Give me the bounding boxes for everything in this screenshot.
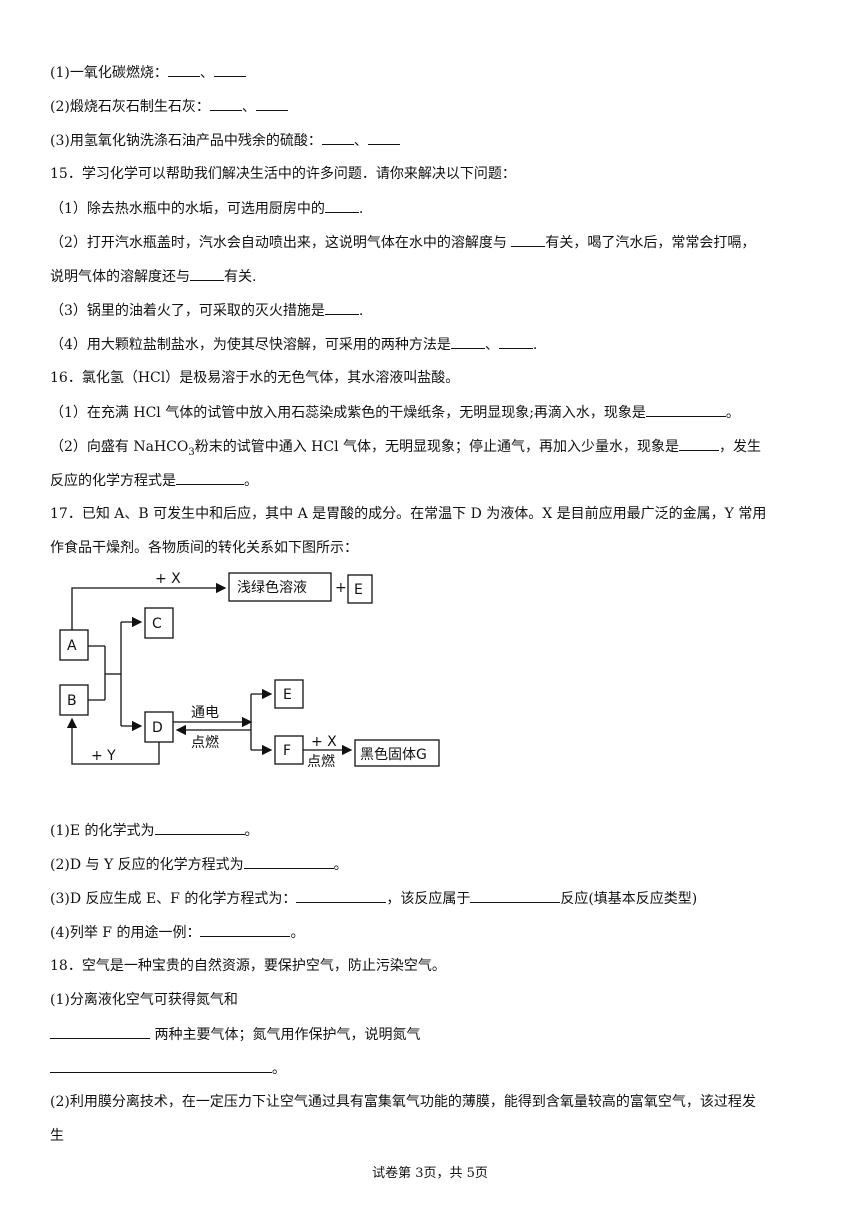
answer-blank[interactable] — [450, 334, 485, 349]
box-e-top — [347, 574, 373, 604]
label-solid-g: 黑色固体G — [360, 746, 427, 763]
q14-item-3: (3)用氢氧化钠洗涤石油产品中残余的硫酸：、 — [50, 130, 400, 151]
label-solution: 浅绿色溶液 — [237, 579, 307, 596]
arrow-d-to-b — [66, 717, 160, 765]
q17-part-2: (2)D 与 Y 反应的化学方程式为。 — [50, 854, 348, 875]
q15-part-1: （1）除去热水瓶中的水垢，可选用厨房中的. — [50, 198, 363, 219]
q18-part-1: (1)分离液化空气可获得氮气和 — [50, 992, 238, 1008]
answer-blank[interactable] — [679, 436, 720, 451]
answer-blank[interactable] — [209, 96, 242, 111]
box-a — [59, 629, 89, 661]
label-plus-x-top: + X — [155, 571, 181, 587]
arrow-a-to-solution — [71, 582, 227, 630]
q17-stem-1: 17．已知 A、B 可发生中和后应，其中 A 是胃酸的成分。在常温下 D 为液体… — [50, 506, 767, 522]
answer-blank[interactable] — [324, 198, 359, 213]
answer-blank[interactable] — [498, 334, 533, 349]
answer-blank[interactable] — [511, 232, 546, 247]
q16-stem: 16．氯化氢（HCl）是极易溶于水的无色气体，其水溶液叫盐酸。 — [50, 370, 460, 386]
label-plus-y: + Y — [91, 748, 116, 764]
label-ignite-f: 点燃 — [307, 753, 335, 770]
q16-part-2: （2）向盛有 NaHCO3粉末的试管中通入 HCl 气体，无明显现象；停止通气，… — [50, 436, 761, 463]
answer-blank[interactable] — [200, 922, 291, 937]
label-e-top: E — [354, 582, 363, 598]
q18-part-2-cont: 生 — [50, 1128, 64, 1144]
answer-blank[interactable] — [154, 820, 245, 835]
label-c: C — [152, 616, 162, 632]
q18-part-2: (2)利用膜分离技术，在一定压力下让空气通过具有富集氧气功能的薄膜，能得到含氧量… — [50, 1094, 756, 1110]
box-c — [144, 607, 174, 639]
answer-blank[interactable] — [190, 266, 224, 281]
page-footer: 试卷第 3页，共 5页 — [372, 1166, 488, 1181]
q15-part-4: （4）用大颗粒盐制盐水，为使其尽快溶解，可采用的两种方法是、. — [50, 334, 537, 355]
answer-blank[interactable] — [470, 888, 561, 903]
label-ignite: 点燃 — [191, 734, 219, 751]
label-a: A — [67, 638, 77, 654]
q16-part-1: （1）在充满 HCl 气体的试管中放入用石蕊染成紫色的干燥纸条，无明显现象;再滴… — [50, 402, 740, 423]
label-plus-x-f: + X — [311, 734, 337, 750]
q17-part-4: (4)列举 F 的用途一例：。 — [50, 922, 304, 943]
q15-part-2-cont: 说明气体的溶解度还与有关. — [50, 266, 256, 287]
q17-part-3: (3)D 反应生成 E、F 的化学方程式为：，该反应属于反应(填基本反应类型) — [50, 888, 697, 909]
answer-blank[interactable] — [243, 854, 334, 869]
answer-blank[interactable] — [324, 300, 359, 315]
q17-part-1: (1)E 的化学式为。 — [50, 820, 259, 841]
q14-item-1: (1)一氧化碳燃烧：、 — [50, 62, 246, 83]
box-solid-g — [354, 739, 440, 767]
q18-part-1-cont: 两种主要气体；氮气用作保护气，说明氮气 — [50, 1024, 420, 1045]
q18-stem: 18．空气是一种宝贵的自然资源，要保护空气，防止污染空气。 — [50, 958, 446, 974]
answer-blank[interactable] — [50, 1058, 272, 1073]
label-b: B — [67, 693, 77, 709]
label-plus: + — [335, 580, 347, 596]
answer-blank[interactable] — [321, 130, 354, 145]
label-d: D — [152, 720, 163, 736]
q16-part-2-cont: 反应的化学方程式是。 — [50, 470, 258, 491]
q14-item-2: (2)煅烧石灰石制生石灰：、 — [50, 96, 288, 117]
q17-stem-2: 作食品干燥剂。各物质间的转化关系如下图所示： — [50, 540, 358, 556]
label-electrolysis: 通电 — [191, 705, 219, 721]
answer-blank[interactable] — [213, 62, 246, 77]
answer-blank[interactable] — [176, 470, 244, 485]
answer-blank[interactable] — [645, 402, 726, 417]
q15-part-3: （3）锅里的油着火了，可采取的灭火措施是. — [50, 300, 363, 321]
label-f: F — [283, 743, 291, 759]
answer-blank[interactable] — [296, 888, 387, 903]
q15-stem: 15．学习化学可以帮助我们解决生活中的许多问题．请你来解决以下问题： — [50, 166, 516, 182]
transformation-diagram: A B C D E E F 浅绿色溶液 + 黑色固体G + X + Y 通电 点… — [59, 571, 440, 770]
box-e-right — [274, 679, 304, 709]
label-e-right: E — [283, 687, 292, 703]
q18-part-1-end: 。 — [50, 1058, 286, 1079]
q15-part-2: （2）打开汽水瓶盖时，汽水会自动喷出来，这说明气体在水中的溶解度与 有关，喝了汽… — [50, 232, 755, 253]
box-solution — [228, 572, 332, 602]
answer-blank[interactable] — [50, 1024, 150, 1039]
answer-blank[interactable] — [167, 62, 200, 77]
answer-blank[interactable] — [255, 96, 288, 111]
answer-blank[interactable] — [367, 130, 400, 145]
